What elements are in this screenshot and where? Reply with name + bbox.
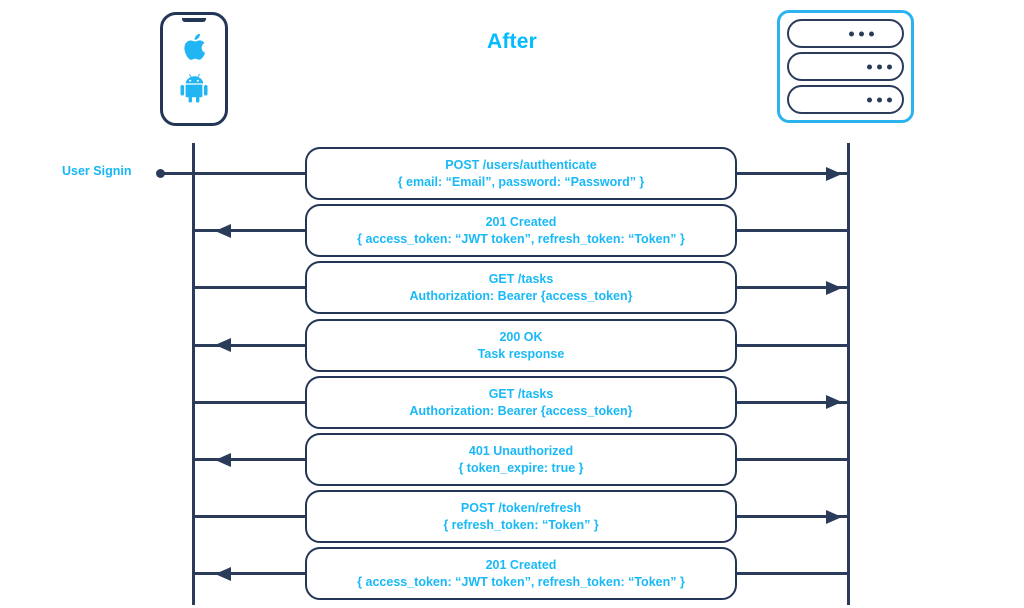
message-line-primary: 201 Created — [485, 215, 557, 230]
message-line-secondary: Authorization: Bearer {access_token} — [409, 289, 633, 304]
connector-right — [736, 172, 848, 175]
message-line-primary: GET /tasks — [488, 386, 554, 401]
message-box[interactable]: POST /token/refresh { refresh_token: “Tok… — [305, 490, 737, 544]
message-box[interactable]: POST /users/authenticate { email: “Email”… — [305, 147, 737, 200]
android-icon — [179, 73, 209, 107]
message-row: 401 Unauthorized { token_expire: true } — [0, 433, 1024, 490]
server-lifeline — [847, 143, 850, 605]
connector-right — [736, 400, 848, 404]
message-line-secondary: { access_token: “JWT token”, refresh_tok… — [357, 575, 685, 590]
message-line-primary: GET /tasks — [488, 272, 554, 287]
server-stack — [777, 10, 914, 123]
message-box[interactable]: 201 Created { access_token: “JWT token”, … — [305, 547, 737, 601]
connector-left — [194, 458, 306, 461]
server-bay — [787, 85, 904, 114]
connector-left — [194, 229, 306, 233]
arrow-left-icon — [215, 338, 231, 353]
message-box[interactable]: 200 OK Task response — [305, 318, 737, 372]
connector-left — [194, 515, 306, 519]
connector-left — [194, 343, 306, 347]
arrow-right-icon — [826, 509, 842, 524]
message-line-secondary: { refresh_token: “Token” } — [443, 518, 599, 533]
message-row: 200 OK Task response — [0, 318, 1024, 376]
message-line-secondary: { access_token: “JWT token”, refresh_tok… — [357, 232, 685, 247]
connector-left — [194, 400, 306, 404]
message-line-secondary: Task response — [477, 346, 565, 361]
arrow-left-icon — [215, 223, 231, 238]
message-line-primary: POST /token/refresh — [460, 501, 582, 516]
connector-right — [736, 286, 848, 290]
message-row: POST /token/refresh { refresh_token: “Tok… — [0, 490, 1024, 547]
server-bay-dots — [867, 64, 892, 69]
phone-notch — [182, 18, 206, 22]
connector-left — [194, 286, 306, 290]
connector-right — [736, 343, 848, 347]
page-title: After — [486, 30, 537, 53]
connector-left — [194, 172, 306, 175]
message-box[interactable]: 201 Created { access_token: “JWT token”, … — [305, 204, 737, 258]
user-signin-connector — [163, 172, 194, 175]
message-line-primary: POST /users/authenticate — [445, 158, 597, 172]
message-line-secondary: { token_expire: true } — [458, 461, 584, 475]
mobile-device-frame — [160, 12, 228, 126]
server-bay — [787, 52, 904, 81]
user-signin-dot — [156, 169, 165, 178]
server-bay-dots — [849, 31, 874, 36]
message-row: 201 Created { access_token: “JWT token”, … — [0, 547, 1024, 604]
arrow-left-icon — [215, 452, 231, 467]
connector-left — [194, 572, 306, 576]
arrow-left-icon — [215, 566, 231, 581]
message-line-secondary: { email: “Email”, password: “Password” } — [397, 175, 645, 189]
message-line-primary: 201 Created — [485, 558, 557, 573]
message-line-primary: 200 OK — [499, 329, 543, 344]
arrow-right-icon — [826, 166, 842, 181]
apple-icon — [181, 33, 207, 67]
message-row: POST /users/authenticate { email: “Email”… — [0, 147, 1024, 204]
arrow-right-icon — [826, 280, 842, 295]
connector-right — [736, 572, 848, 576]
message-box[interactable]: 401 Unauthorized { token_expire: true } — [305, 433, 737, 486]
arrow-right-icon — [826, 395, 842, 410]
message-line-primary: 401 Unauthorized — [468, 444, 574, 458]
server-bay — [787, 19, 904, 48]
connector-right — [736, 458, 848, 461]
user-signin-label: User Signin — [62, 164, 132, 178]
connector-right — [736, 229, 848, 233]
message-row: 201 Created { access_token: “JWT token”, … — [0, 204, 1024, 261]
client-lifeline — [192, 143, 195, 605]
connector-right — [736, 515, 848, 519]
message-line-secondary: Authorization: Bearer {access_token} — [409, 403, 633, 418]
server-bay-dots — [867, 97, 892, 102]
